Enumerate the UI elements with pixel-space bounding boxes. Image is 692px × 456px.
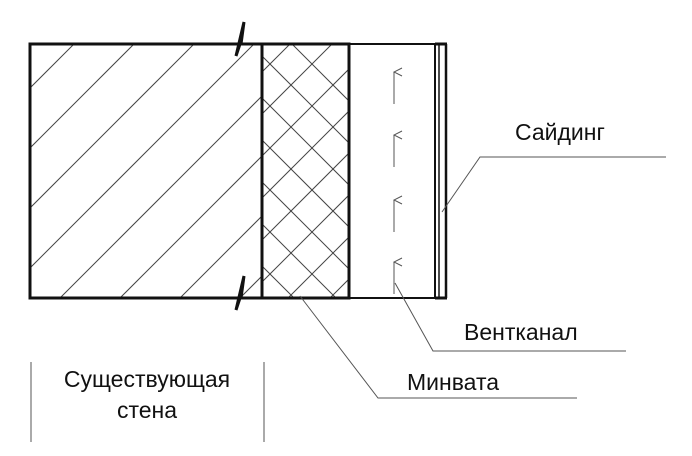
vent-channel-layer (348, 43, 436, 299)
label-existing-wall-line2: стена (117, 397, 177, 423)
leader-lines (299, 156, 666, 399)
label-existing-wall-line1: Существующая (64, 366, 230, 392)
label-mineral-wool: Минвата (407, 369, 499, 395)
leader-mineral-wool (299, 295, 577, 399)
vent-channel-outline (348, 43, 436, 299)
leader-siding (441, 156, 666, 213)
wall-outline (28, 42, 232, 300)
mineral-wool-layer (260, 42, 351, 300)
break-line-top (230, 21, 262, 57)
wall-hatch (30, 44, 262, 298)
siding-layer (435, 42, 448, 300)
label-siding: Сайдинг (515, 119, 605, 145)
wool-hatch (262, 44, 349, 298)
existing-wall (28, 21, 262, 311)
existing-wall-bracket (30, 362, 265, 442)
leader-vent-channel (394, 282, 626, 352)
break-line-bottom (230, 275, 262, 311)
label-vent-channel: Вентканал (464, 319, 578, 345)
